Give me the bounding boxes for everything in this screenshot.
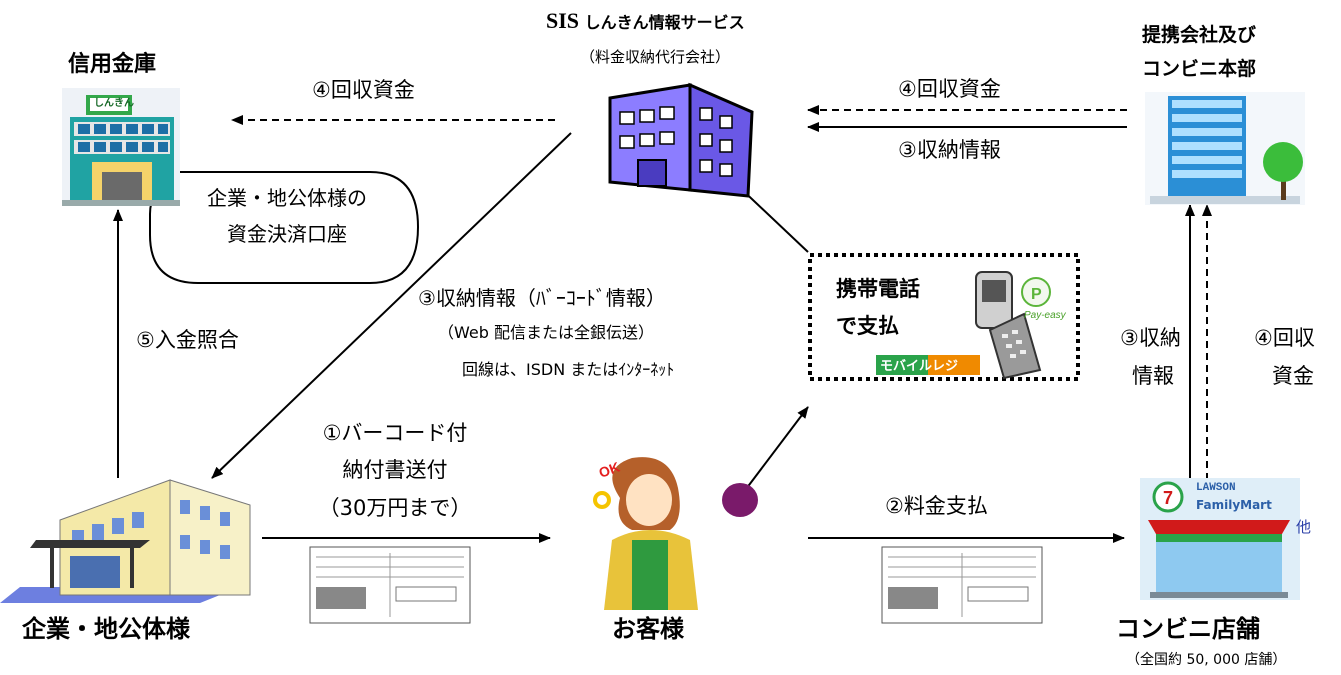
customer-illustration bbox=[593, 457, 758, 610]
sis-title-sis: SIS bbox=[546, 8, 580, 33]
svg-text:7: 7 bbox=[1163, 488, 1173, 508]
label-customer-to-store: ②料金支払 bbox=[885, 494, 988, 518]
label-company-to-customer-line2: 納付書送付 bbox=[342, 458, 448, 482]
label-store-to-partner-funds-line2: 資金 bbox=[1272, 364, 1314, 388]
label-sis-to-company-line3: 回線は、ISDN またはｲﾝﾀｰﾈｯﾄ bbox=[462, 360, 675, 379]
label-company-to-customer-line3: （30万円まで） bbox=[318, 496, 472, 520]
account-bubble-shape bbox=[149, 171, 420, 284]
label-partner-to-sis-funds: ④回収資金 bbox=[898, 77, 1001, 101]
label-company-to-bank: ⑤入金照合 bbox=[136, 328, 239, 352]
label-company-to-customer-line1: ①バーコード付 bbox=[322, 421, 468, 445]
payeasy-logo-label: Pay-easy bbox=[1024, 310, 1067, 321]
convenience-store-icon: 7 bbox=[1140, 478, 1300, 600]
arrow-sis-to-company bbox=[211, 132, 572, 479]
account-bubble-line2: 資金決済口座 bbox=[227, 222, 347, 246]
company-building-icon bbox=[0, 479, 251, 603]
customer-ok-mark: OK bbox=[597, 459, 622, 481]
payeasy-logo: P bbox=[1021, 277, 1051, 307]
mobile-regi-logo-label: モバイルレジ bbox=[880, 358, 958, 373]
account-bubble-line1: 企業・地公体様の bbox=[207, 186, 367, 210]
label-store-to-partner-funds-line1: ④回収 bbox=[1254, 326, 1315, 350]
label-store-to-partner-info-line1: ③収納 bbox=[1120, 326, 1181, 350]
shinkin-bank-icon bbox=[62, 88, 180, 206]
label-store-to-partner-info-line2: 情報 bbox=[1132, 364, 1174, 388]
store-sign-familymart: FamilyMart bbox=[1196, 498, 1272, 512]
payment-slip-company bbox=[309, 546, 471, 624]
store-other-label: 他 bbox=[1296, 518, 1312, 536]
mobile-payment-box bbox=[808, 253, 1080, 381]
label-partner-to-sis-info: ③収納情報 bbox=[898, 138, 1001, 162]
store-count-label: （全国約 50, 000 店舗） bbox=[1126, 652, 1287, 668]
partner-hq-icon bbox=[1145, 92, 1305, 205]
mobile-label-line1: 携帯電話 bbox=[836, 277, 920, 301]
shinkin-bank-sign: しんきん bbox=[94, 98, 134, 109]
shinkin-bank-label: 信用金庫 bbox=[68, 52, 157, 77]
store-sign-lawson: LAWSON bbox=[1196, 482, 1236, 494]
store-label: コンビニ店舗 bbox=[1116, 615, 1260, 643]
mobile-regi-logo bbox=[876, 355, 980, 375]
mobile-phone-icon bbox=[975, 271, 1042, 380]
mobile-label-line2: で支払 bbox=[836, 314, 899, 338]
svg-text:P: P bbox=[1031, 286, 1042, 303]
payment-slip-customer bbox=[881, 546, 1043, 624]
sis-title-rest: しんきん情報サービス bbox=[584, 13, 745, 32]
label-sis-to-company-line1: ③収納情報（ﾊﾞｰｺｰﾄﾞ情報） bbox=[418, 286, 666, 310]
customer-label: お客様 bbox=[612, 615, 684, 643]
partner-label-line2: コンビニ本部 bbox=[1142, 58, 1257, 80]
sis-building-icon bbox=[608, 82, 754, 198]
label-sis-to-bank: ④回収資金 bbox=[312, 78, 415, 102]
partner-label-line1: 提携会社及び bbox=[1142, 24, 1257, 46]
arrow-customer-to-mobile bbox=[739, 406, 809, 498]
sis-title: SIS しんきん情報サービス bbox=[546, 8, 745, 34]
label-sis-to-company-line2: （Web 配信または全銀伝送） bbox=[438, 323, 654, 342]
sis-subtitle: （料金収納代行会社） bbox=[580, 48, 731, 66]
company-label: 企業・地公体様 bbox=[22, 615, 190, 643]
